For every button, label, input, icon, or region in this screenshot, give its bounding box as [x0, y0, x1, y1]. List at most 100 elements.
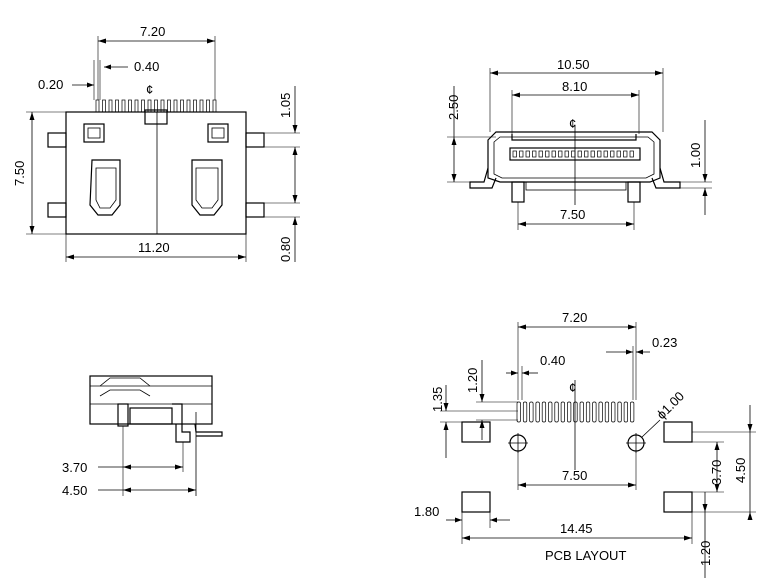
front-view-center-mark: ¢ — [569, 116, 576, 131]
dim-front-thickness: 1.00 — [688, 143, 703, 168]
pcb-signal-pad — [579, 401, 584, 423]
front-view-contact — [532, 150, 537, 158]
top-view-pin — [160, 99, 165, 113]
front-view-contact — [571, 150, 576, 158]
dim-arrow — [518, 221, 526, 227]
top-view-pin — [121, 99, 126, 113]
pcb-tab-pad-bottom-right — [663, 491, 693, 513]
dim-front-height: 2.50 — [446, 95, 461, 120]
top-view-tab-left-top — [47, 132, 67, 148]
dim-arrow — [66, 254, 74, 260]
dim-top-tab-top: 1.05 — [278, 93, 293, 118]
dim-arrow — [747, 512, 753, 520]
top-view-pin — [199, 99, 204, 113]
front-view-post-left — [511, 181, 525, 203]
top-view-pin — [102, 99, 106, 113]
pcb-signal-pad — [585, 401, 591, 423]
pcb-signal-pad — [598, 401, 603, 423]
dim-pcb-tab-gap: 3.70 — [709, 460, 724, 485]
top-view-latch-left-inner — [95, 167, 117, 209]
pcb-signal-pad — [529, 401, 534, 423]
pcb-signal-pad — [630, 401, 635, 423]
dim-arrow — [462, 535, 470, 541]
dim-arrow — [490, 70, 498, 76]
front-view-contact — [577, 150, 582, 158]
dim-arrow — [522, 370, 529, 376]
pcb-tab-pad-top-left — [461, 421, 491, 443]
top-view-pin — [180, 99, 184, 113]
pcb-signal-pad — [611, 401, 616, 423]
top-view-center-lug — [144, 109, 168, 125]
dim-arrow — [104, 64, 111, 70]
dim-arrow — [655, 70, 663, 76]
dim-arrow — [628, 482, 636, 488]
top-view-pin — [154, 99, 158, 113]
top-view-pin — [193, 99, 197, 113]
front-view-contact — [564, 150, 569, 158]
front-view-contact — [538, 150, 543, 158]
dim-arrow — [123, 487, 131, 493]
front-view-contact — [590, 150, 595, 158]
dim-top-width-pins: 7.20 — [140, 24, 165, 39]
pcb-signal-pad — [516, 401, 521, 423]
top-view-pin — [134, 99, 139, 113]
top-view-body — [65, 111, 247, 235]
front-view: ¢ 10.50 8.10 2.50 1.00 — [446, 57, 712, 230]
front-view-contact — [545, 150, 550, 158]
dim-arrow — [702, 174, 708, 182]
dim-top-pin-width: 0.20 — [38, 77, 63, 92]
dim-arrow — [292, 125, 298, 133]
front-view-contact — [519, 150, 524, 158]
pcb-signal-pad — [567, 401, 572, 423]
pcb-signal-pad — [573, 401, 578, 423]
dim-pcb-hole-diameter: ϕ1.00 — [654, 388, 688, 422]
dim-front-inner-width: 8.10 — [562, 79, 587, 94]
front-view-contact — [610, 150, 615, 158]
dim-arrow — [714, 442, 720, 450]
front-view-contact — [512, 150, 517, 158]
pcb-signal-pad — [548, 401, 553, 423]
dim-front-outer-width: 10.50 — [557, 57, 590, 72]
top-view-pin — [212, 99, 217, 113]
pcb-signal-pad — [541, 401, 547, 423]
pcb-tab-pad-bottom-left — [461, 491, 491, 513]
side-view-post — [117, 403, 129, 427]
dim-arrow — [443, 403, 449, 411]
top-view-hole-left — [83, 123, 105, 143]
dim-top-pin-pitch: 0.40 — [134, 59, 159, 74]
dim-arrow — [292, 147, 298, 155]
front-view-foot-right — [651, 167, 681, 189]
pcb-signal-pad — [554, 401, 559, 423]
dim-front-post-spacing: 7.50 — [560, 207, 585, 222]
front-view-contact — [558, 150, 563, 158]
dim-arrow — [87, 82, 94, 88]
top-view: ¢ 7.20 0.40 0.20 7.50 — [12, 24, 300, 262]
dim-arrow — [451, 174, 457, 182]
front-view-contact — [584, 150, 589, 158]
front-view-contact — [603, 150, 608, 158]
pcb-signal-pad — [592, 401, 597, 423]
dim-arrow — [636, 349, 643, 355]
dim-arrow — [292, 217, 298, 225]
front-view-contact — [525, 150, 530, 158]
dim-pcb-total-width: 14.45 — [560, 521, 593, 536]
dim-side-post-offset: 3.70 — [62, 460, 87, 475]
dim-arrow — [490, 517, 497, 523]
front-view-post-right — [627, 181, 641, 203]
pcb-signal-pads — [516, 401, 635, 423]
front-view-contact — [623, 150, 628, 158]
dim-arrow — [292, 195, 298, 203]
dim-arrow — [238, 254, 246, 260]
pcb-center-mark: ¢ — [569, 380, 576, 395]
front-view-shell — [487, 131, 661, 183]
dim-arrow — [714, 484, 720, 492]
dim-arrow — [123, 464, 131, 470]
front-view-contact — [597, 150, 602, 158]
dim-pcb-tab-total: 4.50 — [733, 458, 748, 483]
side-view-pin — [194, 423, 223, 437]
top-view-tab-right-bottom — [245, 202, 265, 218]
dim-arrow — [29, 112, 35, 120]
dim-arrow — [518, 482, 526, 488]
dim-arrow — [443, 422, 449, 430]
